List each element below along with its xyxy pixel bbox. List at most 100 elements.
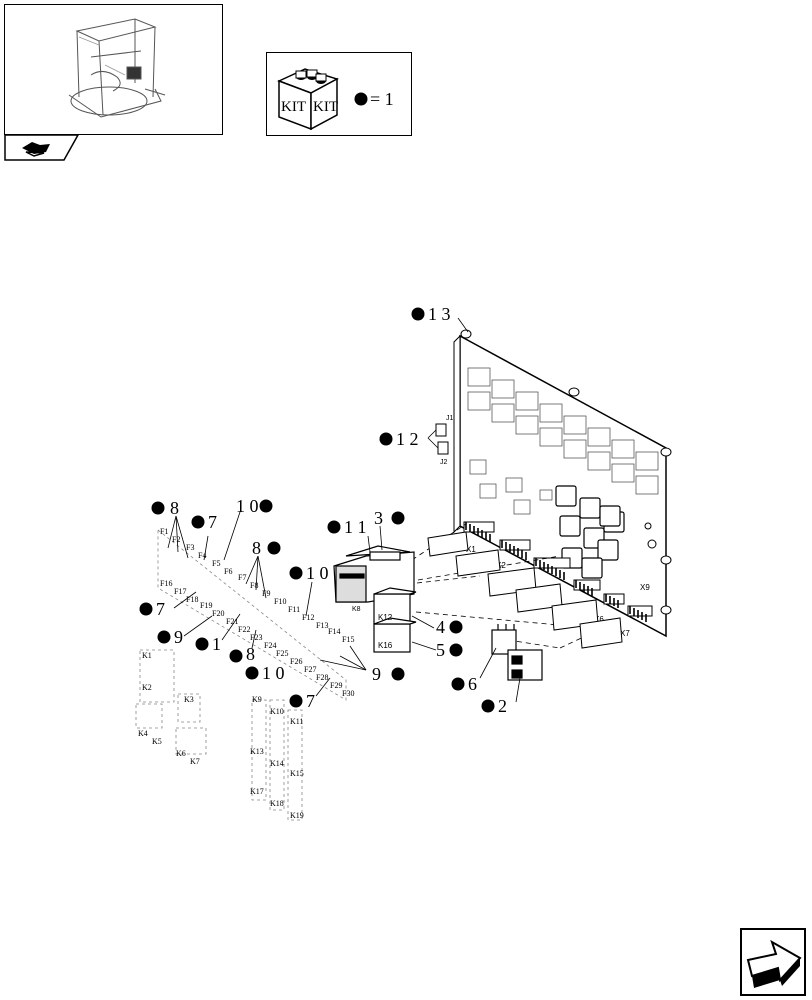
jumper-label-j1: J1 (446, 415, 454, 422)
fuse-label-f24: F24 (264, 641, 276, 650)
kit-box-icon: KIT KIT = 1 (277, 68, 394, 131)
fuse-label-f22: F22 (238, 625, 250, 634)
cab-thumbnail[interactable] (4, 4, 223, 135)
callout-7c: 7 (289, 691, 315, 711)
fuse-label-f30: F30 (342, 689, 354, 698)
svg-text:1 0: 1 0 (262, 663, 285, 683)
callout-8a: 8 (151, 498, 179, 518)
svg-text:3: 3 (374, 508, 383, 528)
fuse-label-f3: F3 (186, 543, 194, 552)
svg-text:8: 8 (252, 538, 261, 558)
svg-text:7: 7 (306, 691, 315, 711)
svg-text:2: 2 (498, 696, 507, 716)
svg-text:6: 6 (468, 674, 477, 694)
callout-2: 2 (481, 696, 507, 716)
fuse-label-f5: F5 (212, 559, 220, 568)
fuse-label-f13: F13 (316, 621, 328, 630)
callout-7b: 7 (139, 599, 165, 619)
item-6-relay (491, 624, 517, 655)
fuse-label-f14: F14 (328, 627, 340, 636)
svg-text:8: 8 (170, 498, 179, 518)
fuse-label-f21: F21 (226, 617, 238, 626)
fuse-label-f4: F4 (198, 551, 206, 560)
harness-plugs (427, 531, 623, 649)
fuse-label-f19: F19 (200, 601, 212, 610)
svg-text:7: 7 (156, 599, 165, 619)
callout-5: 5 (436, 640, 463, 660)
connector-label-x7: X7 (620, 629, 630, 638)
fuse-labels-top: F1 F2 F3 F4 F5 F6 F7 F8 F9 F10 F11 F12 F… (160, 527, 354, 644)
relay-label-k13: K13 (250, 747, 264, 756)
callout-7a: 7 (191, 512, 217, 532)
relay-labels-right: K9 K10 K11 K13 K14 K15 K17 K18 K19 (250, 695, 304, 820)
fuse-label-f20: F20 (212, 609, 224, 618)
connector-label-x9: X9 (640, 583, 650, 592)
bullet-icon (354, 92, 368, 106)
connector-label-x2: X2 (496, 561, 506, 570)
svg-text:4: 4 (436, 617, 445, 637)
fuse-label-f23: F23 (250, 633, 262, 642)
callout-3: 3 (374, 508, 405, 528)
fuse-label-f25: F25 (276, 649, 288, 658)
next-arrow-icon (746, 939, 802, 988)
fuse-label-f26: F26 (290, 657, 302, 666)
fuse-label-f28: F28 (316, 673, 328, 682)
callout-13: 1 3 (411, 304, 451, 324)
callout-12: 1 2 (379, 429, 419, 449)
fuse-label-f7: F7 (238, 573, 246, 582)
leader-lines (167, 317, 521, 703)
svg-text:5: 5 (436, 640, 445, 660)
fuse-labels-bottom: F16 F17 F18 F19 F20 F21 F22 F23 F24 F25 … (160, 579, 354, 698)
relay-k16 (373, 617, 417, 653)
fuse-label-f6: F6 (224, 567, 232, 576)
kit-label-left: KIT (281, 99, 306, 115)
relay-label-k5: K5 (152, 737, 162, 746)
callout-6: 6 (451, 674, 477, 694)
callout-10b: 1 0 (289, 563, 329, 583)
fuse-label-f18: F18 (186, 595, 198, 604)
relay-label-k12: K12 (378, 613, 393, 622)
callout-11: 1 1 (327, 517, 367, 537)
kit-label-right: KIT (313, 99, 338, 115)
item-2-relay (507, 649, 543, 681)
kit-legend: KIT KIT = 1 (266, 52, 412, 136)
svg-text:9: 9 (372, 664, 381, 684)
svg-text:1 0: 1 0 (306, 563, 329, 583)
relay-label-k6: K6 (176, 749, 186, 758)
fuse-label-f11: F11 (288, 605, 300, 614)
relay-label-k2: K2 (142, 683, 152, 692)
next-page-button[interactable] (740, 928, 806, 996)
svg-text:1: 1 (212, 634, 221, 654)
fuse-label-f15: F15 (342, 635, 354, 644)
svg-text:1 2: 1 2 (396, 429, 419, 449)
relay-label-k4: K4 (138, 729, 148, 738)
fuse-panel-ghost (135, 529, 347, 821)
relay-label-k10: K10 (270, 707, 284, 716)
relay-labels-left: K1 K2 K3 K4 K5 K6 K7 (138, 651, 200, 766)
jumper-label-j2: J2 (440, 459, 448, 466)
fuse-label-f2: F2 (172, 535, 180, 544)
relay-label-k18: K18 (270, 799, 284, 808)
connector-label-x6: X6 (594, 615, 604, 624)
relay-label-k1: K1 (142, 651, 152, 660)
relay-label-k17: K17 (250, 787, 264, 796)
svg-text:1 1: 1 1 (344, 517, 367, 537)
svg-text:1 0: 1 0 (236, 496, 259, 516)
fuse-label-f12: F12 (302, 613, 314, 622)
callout-4: 4 (436, 617, 463, 637)
relay-label-k14: K14 (270, 759, 284, 768)
relay-label-k15: K15 (290, 769, 304, 778)
callouts: 1 3 1 2 3 1 1 1 0 8 7 8 1 0 7 9 1 8 1 0 … (139, 304, 507, 716)
svg-text:7: 7 (208, 512, 217, 532)
svg-text:8: 8 (246, 644, 255, 664)
fuse-label-f9: F9 (262, 589, 270, 598)
back-tab[interactable] (4, 134, 80, 162)
connector-label-x1: X1 (466, 545, 476, 554)
relay-label-k16: K16 (378, 641, 393, 650)
control-board (453, 329, 672, 638)
relay-label-k19: K19 (290, 811, 304, 820)
callout-8c: 8 (229, 644, 255, 664)
svg-text:1 3: 1 3 (428, 304, 451, 324)
